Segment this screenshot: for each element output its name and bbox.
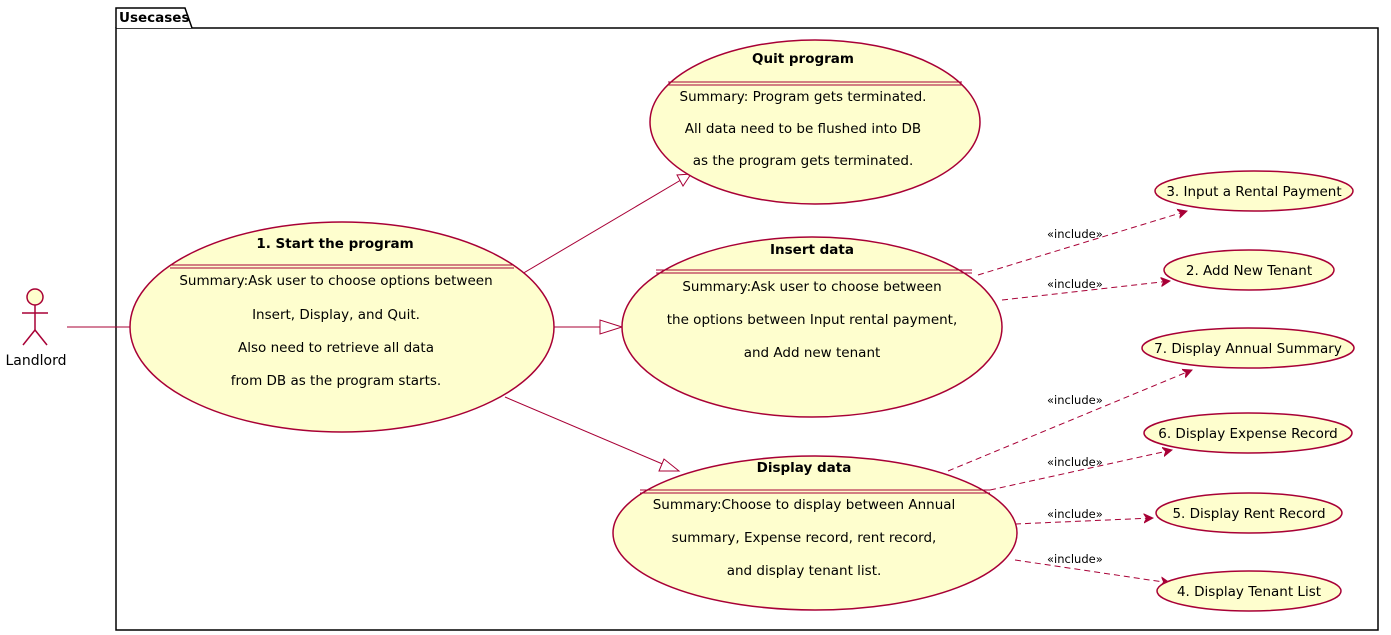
include-label-rental-payment: «include» bbox=[1047, 227, 1103, 241]
usecase-start-program[interactable]: 1. Start the program Summary:Ask user to… bbox=[129, 221, 555, 433]
edge-start-to-display-head bbox=[658, 458, 681, 472]
rental-payment-label: 3. Input a Rental Payment bbox=[1166, 184, 1341, 200]
insert-summary-line-1: Summary:Ask user to choose between bbox=[682, 279, 941, 295]
quit-summary-line-1: Summary: Program gets terminated. bbox=[680, 89, 927, 105]
quit-title: Quit program bbox=[752, 51, 854, 67]
rent-record-label: 5. Display Rent Record bbox=[1172, 506, 1325, 522]
actor-head-icon bbox=[26, 288, 44, 306]
include-display-to-annual-summary bbox=[947, 370, 1192, 472]
include-label-new-tenant: «include» bbox=[1047, 277, 1103, 291]
actor-left-leg bbox=[22, 329, 36, 346]
include-label-rent-record: «include» bbox=[1047, 507, 1103, 521]
usecase-display-rent-record[interactable]: 5. Display Rent Record bbox=[1155, 492, 1343, 534]
include-display-to-expense-record bbox=[989, 450, 1172, 491]
new-tenant-label: 2. Add New Tenant bbox=[1186, 263, 1312, 279]
start-summary-line-1: Summary:Ask user to choose options betwe… bbox=[179, 273, 492, 289]
usecase-quit-program[interactable]: Quit program Summary: Program gets termi… bbox=[649, 39, 981, 205]
expense-record-label: 6. Display Expense Record bbox=[1158, 426, 1337, 442]
usecase-display-data[interactable]: Display data Summary:Choose to display b… bbox=[612, 455, 1018, 611]
start-summary-line-2: Insert, Display, and Quit. bbox=[252, 307, 420, 323]
include-insert-to-new-tenant bbox=[1001, 281, 1170, 301]
include-label-expense-record: «include» bbox=[1047, 455, 1103, 469]
quit-summary-line-2: All data need to be flushed into DB bbox=[685, 121, 921, 137]
display-title: Display data bbox=[757, 460, 852, 476]
usecase-display-expense-record[interactable]: 6. Display Expense Record bbox=[1143, 412, 1353, 454]
include-insert-to-rental-payment bbox=[977, 211, 1187, 276]
package-title: Usecases bbox=[119, 10, 190, 26]
actor-name: Landlord bbox=[6, 353, 67, 369]
insert-title: Insert data bbox=[770, 242, 854, 258]
usecase-display-annual-summary[interactable]: 7. Display Annual Summary bbox=[1141, 327, 1355, 369]
usecase-add-new-tenant[interactable]: 2. Add New Tenant bbox=[1163, 249, 1335, 291]
annual-summary-label: 7. Display Annual Summary bbox=[1154, 341, 1342, 357]
insert-summary-line-2: the options between Input rental payment… bbox=[667, 312, 958, 328]
edge-start-to-quit-head bbox=[676, 173, 692, 187]
include-label-tenant-list: «include» bbox=[1047, 552, 1103, 566]
usecase-display-tenant-list[interactable]: 4. Display Tenant List bbox=[1156, 570, 1342, 612]
edge-start-to-display bbox=[504, 396, 680, 472]
landlord-actor[interactable] bbox=[22, 288, 48, 346]
usecase-insert-data[interactable]: Insert data Summary:Ask user to choose b… bbox=[621, 236, 1003, 418]
edge-start-to-insert-head bbox=[599, 319, 624, 335]
actor-right-leg bbox=[34, 329, 48, 346]
quit-summary-line-3: as the program gets terminated. bbox=[693, 153, 914, 169]
start-summary-line-3: Also need to retrieve all data bbox=[238, 340, 434, 356]
start-summary-line-4: from DB as the program starts. bbox=[231, 373, 441, 389]
include-display-to-rent-record bbox=[1014, 518, 1153, 525]
include-label-annual-summary: «include» bbox=[1047, 393, 1103, 407]
usecase-input-rental-payment[interactable]: 3. Input a Rental Payment bbox=[1154, 170, 1354, 212]
start-title: 1. Start the program bbox=[256, 236, 413, 252]
tenant-list-label: 4. Display Tenant List bbox=[1177, 584, 1321, 600]
display-summary-line-3: and display tenant list. bbox=[727, 563, 882, 579]
display-summary-line-1: Summary:Choose to display between Annual bbox=[653, 497, 956, 513]
display-summary-line-2: summary, Expense record, rent record, bbox=[672, 530, 937, 546]
insert-summary-line-3: and Add new tenant bbox=[744, 345, 881, 361]
include-display-to-tenant-list bbox=[1014, 559, 1170, 583]
edge-start-to-quit bbox=[504, 173, 692, 285]
